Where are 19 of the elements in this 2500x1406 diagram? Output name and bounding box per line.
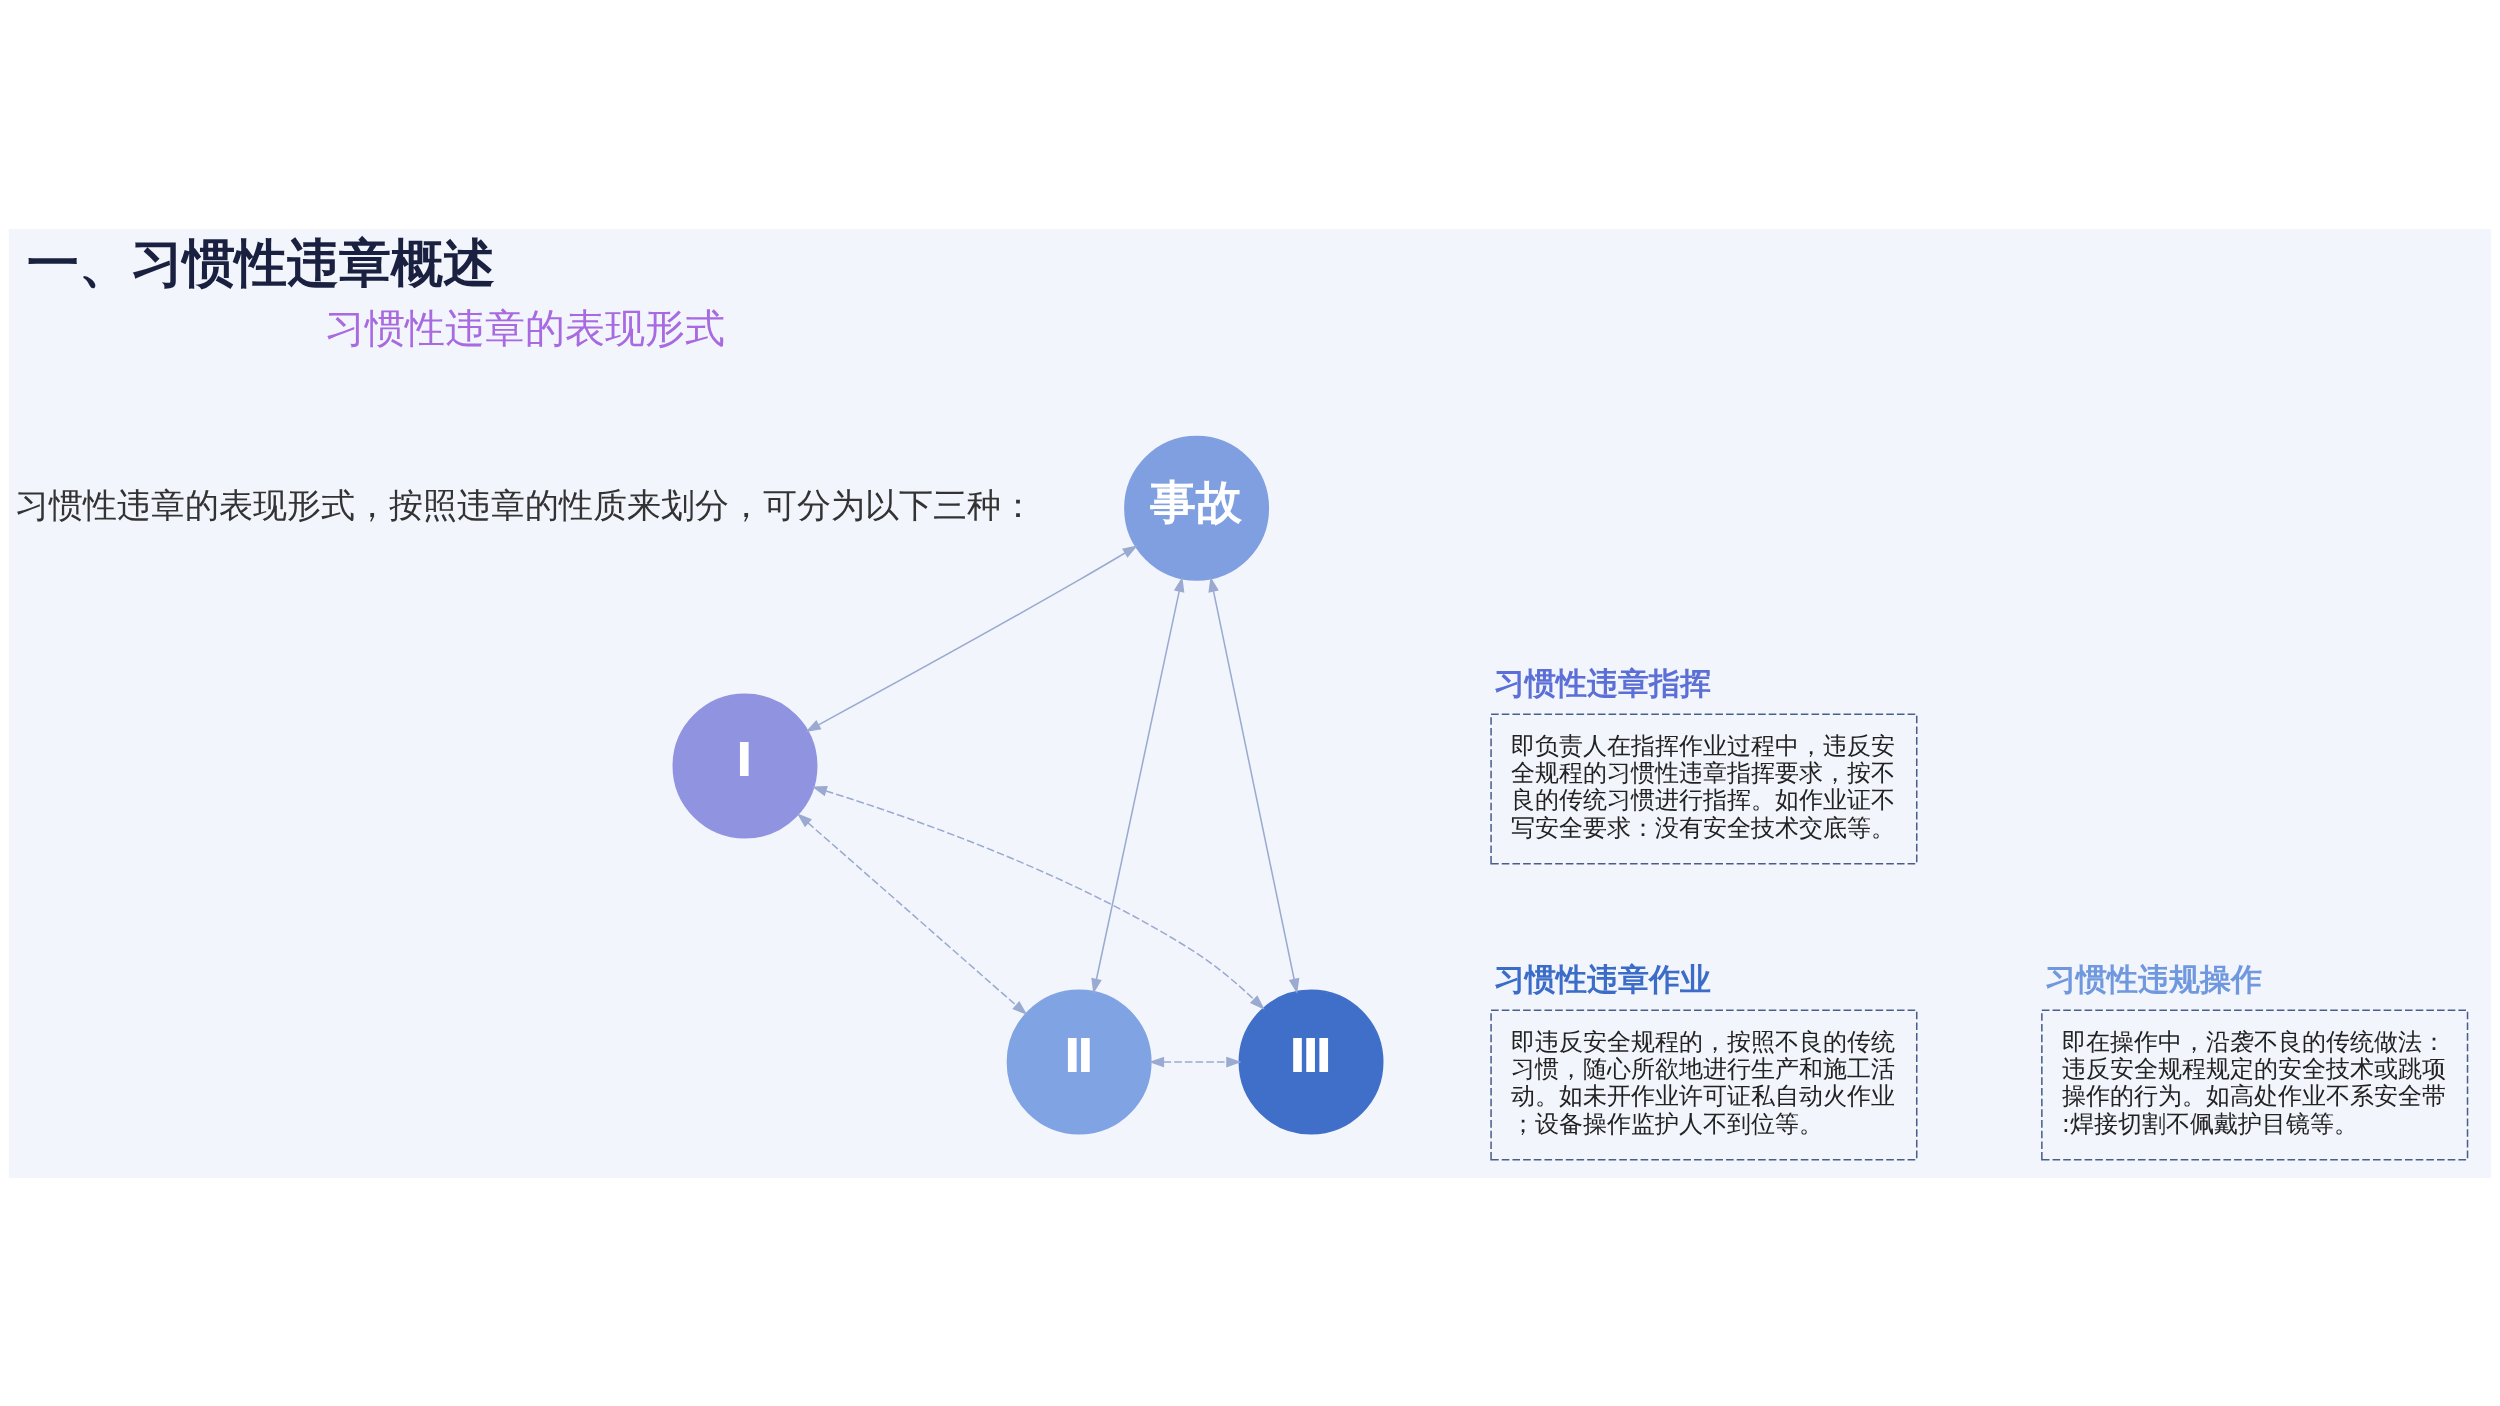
arrow (805, 544, 1138, 732)
node-box: 即违反安全规程的，按照不良的传统习惯，随心所欲地进行生产和施工活动。如未开作业许可证私自动火作业；设备操作监护人不到位等。 (1490, 1008, 1918, 1160)
node-box: 即负责人在指挥作业过程中，违反安全规程的习惯性违章指挥要求，按不良的传统习惯进行指挥。如作业证不写安全要求：没有安全技术交底等。 (1490, 712, 1918, 864)
node-label: 习惯性违章作业 (1494, 961, 1712, 997)
node-circle: Ⅱ (1006, 989, 1152, 1134)
diagram-title: 一、习惯性违章概述 (27, 232, 496, 293)
node-circle: 事故 (1124, 435, 1270, 581)
node-circle: Ⅲ (1238, 989, 1384, 1134)
node-label: 习惯性违规操作 (2044, 961, 2262, 997)
arrow (796, 812, 1028, 1015)
label: 习惯性违章的表现形式，按照违章的性质来划分，可分为以下三种： (15, 485, 1036, 525)
node-label: 习惯性违章指挥 (1494, 665, 1712, 701)
node-circle: Ⅰ (672, 693, 818, 839)
arrow (811, 785, 1265, 1010)
label: 习惯性违章的表现形式 (325, 304, 726, 351)
arrow (1148, 1056, 1242, 1067)
arrow (1208, 576, 1300, 994)
arrow (1091, 576, 1185, 994)
node-box: 即在操作中，沿袭不良的传统做法：违反安全规程规定的安全技术或跳项操作的行为。如高处作业不系安全带:焊接切割不佩戴护目镜等。 (2041, 1008, 2469, 1160)
